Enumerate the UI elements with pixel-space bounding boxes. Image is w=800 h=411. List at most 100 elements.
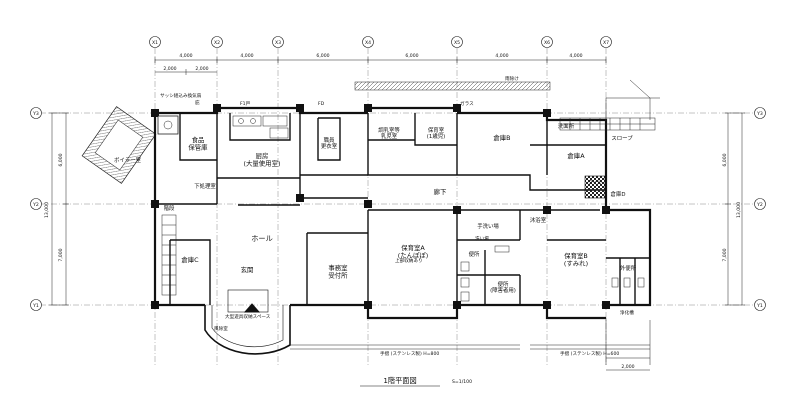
room-infant: 保育室(1歳児): [427, 126, 445, 140]
svg-text:Y2: Y2: [756, 202, 763, 208]
room-entrance: 玄関: [241, 265, 254, 274]
axis-bubble-y2-left: Y2: [30, 198, 42, 210]
dimension-sides: [49, 112, 745, 306]
axis-bubble-x3: X3: [272, 36, 284, 48]
annotations: サッシ組込み換気扇 庇 雨除け F1戸 FD ガラス タイル 手摺 (ステンレス…: [160, 75, 634, 357]
svg-text:X6: X6: [544, 40, 550, 46]
dimension-top: [154, 57, 607, 75]
svg-text:風除室: 風除室: [214, 325, 228, 332]
room-labels: 食品保管庫 厨房(大量使用室) 職員更衣室 調乳室等乳児室 保育室(1歳児) 倉…: [164, 122, 637, 294]
dimension-bottom: 2,000: [606, 364, 650, 371]
room-food-store: 食品保管庫: [188, 135, 208, 151]
svg-text:13,000: 13,000: [736, 202, 742, 218]
boiler-room: ボイラー室: [81, 106, 157, 184]
stairs: [161, 214, 177, 296]
svg-text:6,000: 6,000: [722, 153, 728, 166]
svg-text:Y3: Y3: [756, 111, 763, 117]
toilets: [460, 245, 645, 302]
svg-text:Y2: Y2: [32, 202, 39, 208]
svg-text:X7: X7: [603, 40, 609, 46]
axis-bubbles-y: Y3 Y2 Y1 Y3 Y2 Y1: [30, 107, 766, 311]
svg-text:Y1: Y1: [756, 303, 763, 309]
svg-text:庇: 庇: [195, 99, 200, 106]
room-nursery-a: 保育室A(たんぽぽ): [398, 243, 429, 259]
svg-text:ボイラー室: ボイラー室: [114, 156, 142, 164]
room-nursing: 調乳室等乳児室: [378, 126, 400, 140]
room-laundry: 洗面所: [558, 122, 575, 130]
room-nursery-b: 保育室B(すみれ): [564, 251, 588, 267]
kitchen-equipment: [157, 115, 289, 139]
tile-floor-area: [584, 175, 606, 199]
room-kitchen: 厨房(大量使用室): [244, 151, 281, 167]
room-storage-d: 倉庫D: [611, 190, 626, 198]
room-toilet-accessible: 便所(障害者用): [490, 280, 516, 294]
room-corridor: 廊下: [434, 187, 447, 196]
svg-text:手摺 (ステンレス製) H=800: 手摺 (ステンレス製) H=800: [380, 350, 439, 357]
svg-text:7,000: 7,000: [58, 248, 64, 261]
axis-bubble-y2-right: Y2: [754, 198, 766, 210]
svg-text:洗い場: 洗い場: [475, 235, 489, 242]
svg-text:4,000: 4,000: [569, 53, 582, 59]
room-office: 事務室受付所: [328, 263, 348, 279]
room-office-changing: 職員更衣室: [321, 136, 338, 150]
svg-text:4,000: 4,000: [495, 53, 508, 59]
room-hand-wash: 手洗い場: [477, 222, 499, 230]
room-storage-a: 倉庫A: [567, 151, 585, 160]
svg-text:6,000: 6,000: [405, 53, 418, 59]
axis-bubble-x1: X1: [149, 36, 161, 48]
dimension-side-labels: 6,000 7,000 13,000 6,000 7,000 13,000: [44, 153, 742, 261]
svg-text:X1: X1: [152, 40, 158, 46]
axis-bubble-x6: X6: [541, 36, 553, 48]
room-hall: ホール: [251, 234, 273, 243]
svg-text:浄化槽: 浄化槽: [620, 309, 634, 316]
entrance-bay: [204, 289, 291, 355]
svg-text:ガラス: ガラス: [460, 100, 474, 107]
svg-text:4,000: 4,000: [240, 53, 253, 59]
axis-bubble-x4: X4: [362, 36, 374, 48]
room-slope: スロープ: [611, 135, 633, 142]
svg-text:6,000: 6,000: [58, 153, 64, 166]
axis-bubble-y3-left: Y3: [30, 107, 42, 119]
svg-text:タイル: タイル: [588, 179, 602, 186]
title-block: 1階平面図 S=1/100: [360, 376, 472, 387]
svg-text:7,000: 7,000: [722, 248, 728, 261]
axis-bubble-x2: X2: [211, 36, 223, 48]
svg-text:手摺 (ステンレス製) H=600: 手摺 (ステンレス製) H=600: [560, 350, 619, 357]
axis-bubble-y3-right: Y3: [754, 107, 766, 119]
handrails: [290, 318, 651, 365]
svg-text:X3: X3: [275, 40, 281, 46]
svg-text:大型遊具収納スペース: 大型遊具収納スペース: [225, 313, 271, 320]
axis-bubble-x5: X5: [451, 36, 463, 48]
drawing-scale: S=1/100: [452, 379, 472, 385]
svg-text:X4: X4: [365, 40, 371, 46]
svg-text:X2: X2: [214, 40, 220, 46]
svg-text:F1戸: F1戸: [240, 101, 251, 107]
room-storage-b: 倉庫B: [493, 133, 510, 142]
room-outdoor-toilet: 外便所: [620, 264, 637, 272]
svg-text:4,000: 4,000: [179, 53, 192, 59]
interior-walls: [155, 113, 650, 305]
axis-bubble-x7: X7: [600, 36, 612, 48]
svg-text:2,000: 2,000: [621, 364, 634, 370]
svg-text:6,000: 6,000: [316, 53, 329, 59]
svg-text:Y3: Y3: [32, 111, 39, 117]
svg-text:上部収納あり: 上部収納あり: [395, 257, 423, 264]
svg-text:13,000: 13,000: [44, 202, 50, 218]
room-storage-c: 倉庫C: [181, 255, 199, 264]
svg-text:Y1: Y1: [32, 303, 39, 309]
slope-canopy: [354, 79, 660, 131]
drawing-title: 1階平面図: [383, 376, 416, 385]
svg-text:雨除け: 雨除け: [505, 75, 519, 82]
room-prep: 下処理室: [194, 182, 216, 190]
axis-bubble-y1-right: Y1: [754, 299, 766, 311]
svg-text:サッシ組込み換気扇: サッシ組込み換気扇: [160, 92, 202, 99]
axis-bubbles-x: X1 X2 X3 X4 X5 X6 X7: [149, 36, 612, 48]
svg-text:2,000: 2,000: [163, 66, 176, 72]
axis-bubble-y1-left: Y1: [30, 299, 42, 311]
room-stairs: 階段: [164, 204, 175, 212]
svg-text:X5: X5: [454, 40, 460, 46]
columns: [151, 104, 610, 309]
svg-text:FD: FD: [318, 101, 325, 107]
room-toilet: 便所: [469, 250, 480, 258]
